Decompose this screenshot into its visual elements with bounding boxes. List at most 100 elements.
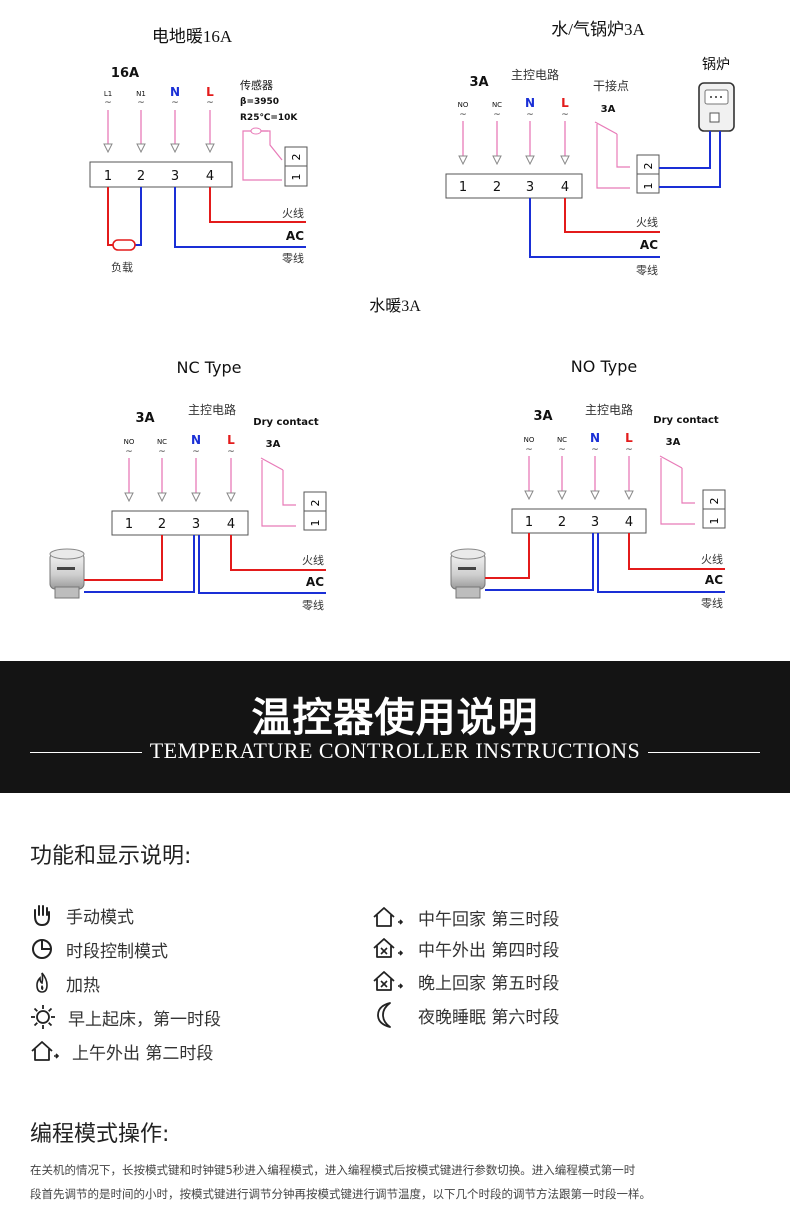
programming-heading: 编程模式操作: [30, 1122, 170, 1147]
terminal-label-l: L [206, 85, 214, 99]
terminal-label-l: L [625, 431, 633, 445]
terminal-block [111, 510, 249, 536]
ac-label: AC [306, 575, 324, 589]
ac-label: AC [640, 238, 658, 252]
programming-line-2: 段首先调节的是时间的小时，按模式键进行调节分钟再按模式键进行调节温度，以下几个时… [30, 1187, 651, 1201]
terminal-label-n: N [590, 431, 600, 445]
terminal-4: 4 [561, 180, 569, 195]
diagram4-type: NO Type [571, 357, 637, 376]
terminal-label-nc: NC [157, 438, 167, 446]
diagram2-dry-contact: 干接点 [593, 78, 629, 93]
terminal-3: 3 [192, 517, 200, 532]
terminal-4: 4 [625, 515, 633, 530]
diagram2-rating: 3A [469, 75, 488, 90]
terminal-2: 2 [493, 180, 501, 195]
programming-paragraph: 在关机的情况下，长按模式键和时钟键5秒进入编程模式，进入编程模式后按模式键进行参… [30, 1158, 770, 1206]
diagram-no-type: NO Type 3A 主控电路 Dry contact 3A NO NC N L… [450, 357, 726, 610]
legend-label: 加热 [66, 975, 100, 996]
sun-icon [31, 1005, 55, 1029]
terminal-3: 3 [591, 515, 599, 530]
sensor-r25: R25℃=10K [240, 113, 298, 123]
sensor-beta: β=3950 [240, 97, 279, 107]
legend-label: 晚上回家 第五时段 [418, 973, 560, 994]
diagram1-rating: 16A [111, 66, 139, 81]
terminal-label-nc: NC [557, 436, 567, 444]
legend-item-morning: 早上起床，第一时段 [30, 1004, 221, 1030]
ac-label: AC [705, 573, 723, 587]
actuator-icon [450, 548, 486, 599]
banner-rule-left [30, 752, 142, 753]
diagram3-dry-rating: 3A [266, 439, 281, 450]
sensor-terminal-2: 2 [290, 154, 303, 161]
house-out-icon [31, 1041, 60, 1061]
svg-text:~: ~ [206, 98, 214, 108]
legend-item-heating: 加热 [30, 970, 100, 996]
legend-item-morning-out: 上午外出 第二时段 [30, 1038, 213, 1064]
live-label: 火线 [636, 215, 658, 229]
neutral-label: 零线 [302, 598, 324, 612]
diagram2-title: 水/气锅炉3A [551, 20, 645, 39]
live-label: 火线 [302, 553, 324, 567]
hand-icon [34, 905, 50, 927]
diagram3-dry-contact: Dry contact [253, 417, 319, 428]
legend-label: 夜晚睡眠 第六时段 [418, 1007, 560, 1028]
terminal-1: 1 [525, 515, 533, 530]
contact-1: 1 [642, 183, 655, 190]
svg-text:~: ~ [493, 110, 501, 120]
terminal-label-l: L [227, 433, 235, 447]
neutral-label: 零线 [701, 596, 723, 610]
terminal-2: 2 [158, 517, 166, 532]
diagram1-title: 电地暖16A [152, 27, 233, 46]
svg-text:~: ~ [192, 447, 200, 457]
svg-text:~: ~ [137, 98, 145, 108]
terminal-label-n: N [525, 96, 535, 110]
contact-2: 2 [642, 163, 655, 170]
terminal-1: 1 [459, 180, 467, 195]
contact-2: 2 [708, 498, 721, 505]
legend-label: 中午回家 第三时段 [418, 909, 560, 930]
terminal-label-n1: N1 [136, 90, 146, 98]
legend-item-noon-out: 中午外出 第四时段 [372, 935, 559, 961]
terminal-4: 4 [206, 169, 214, 184]
legend-item-evening-return: 晚上回家 第五时段 [372, 968, 559, 994]
section-title-water-heating: 水暖3A [369, 297, 421, 315]
diagram2-dry-rating: 3A [601, 104, 616, 115]
instructions-banner: 温控器使用说明 TEMPERATURE CONTROLLER INSTRUCTI… [0, 661, 790, 793]
terminal-1: 1 [104, 169, 112, 184]
ac-label: AC [286, 229, 304, 243]
live-label: 火线 [282, 206, 304, 220]
house-x-icon [373, 971, 404, 991]
terminal-block [511, 508, 647, 534]
legend-item-schedule: 时段控制模式 [30, 936, 168, 962]
banner-subtitle: TEMPERATURE CONTROLLER INSTRUCTIONS [149, 738, 641, 763]
contact-1: 1 [309, 520, 322, 527]
house-x-icon [373, 938, 404, 958]
actuator-icon [49, 548, 85, 599]
neutral-label: 零线 [282, 251, 304, 265]
sensor-label: 传感器 [240, 79, 273, 92]
terminal-label-n: N [170, 85, 180, 99]
boiler-label: 锅炉 [702, 57, 730, 73]
diagram4-dry-rating: 3A [666, 437, 681, 448]
svg-text:~: ~ [525, 445, 533, 455]
contact-2: 2 [309, 500, 322, 507]
diagram3-rating: 3A [135, 411, 154, 426]
terminal-label-no: NO [458, 101, 469, 109]
diagram-boiler: 水/气锅炉3A 3A 主控电路 干接点 3A 锅炉 NO NC N L ~~~~… [445, 20, 735, 277]
contact-1: 1 [708, 518, 721, 525]
svg-text:~: ~ [158, 447, 166, 457]
diagram2-main-circuit: 主控电路 [511, 67, 559, 82]
diagram4-rating: 3A [533, 409, 552, 424]
legend-label: 时段控制模式 [66, 941, 168, 962]
terminal-3: 3 [526, 180, 534, 195]
sensor-terminal-1: 1 [290, 174, 303, 181]
terminal-label-no: NO [524, 436, 535, 444]
terminal-2: 2 [558, 515, 566, 530]
terminal-label-n: N [191, 433, 201, 447]
terminal-label-l1: L1 [104, 90, 112, 98]
legend-label: 手动模式 [66, 907, 134, 928]
terminal-1: 1 [125, 517, 133, 532]
legend-item-noon-return: 中午回家 第三时段 [372, 904, 559, 930]
wiring-diagrams: 电地暖16A 16A L1 N1 N L ~~~~ 1 2 3 4 传感器 β=… [49, 20, 735, 612]
svg-text:~: ~ [625, 445, 633, 455]
